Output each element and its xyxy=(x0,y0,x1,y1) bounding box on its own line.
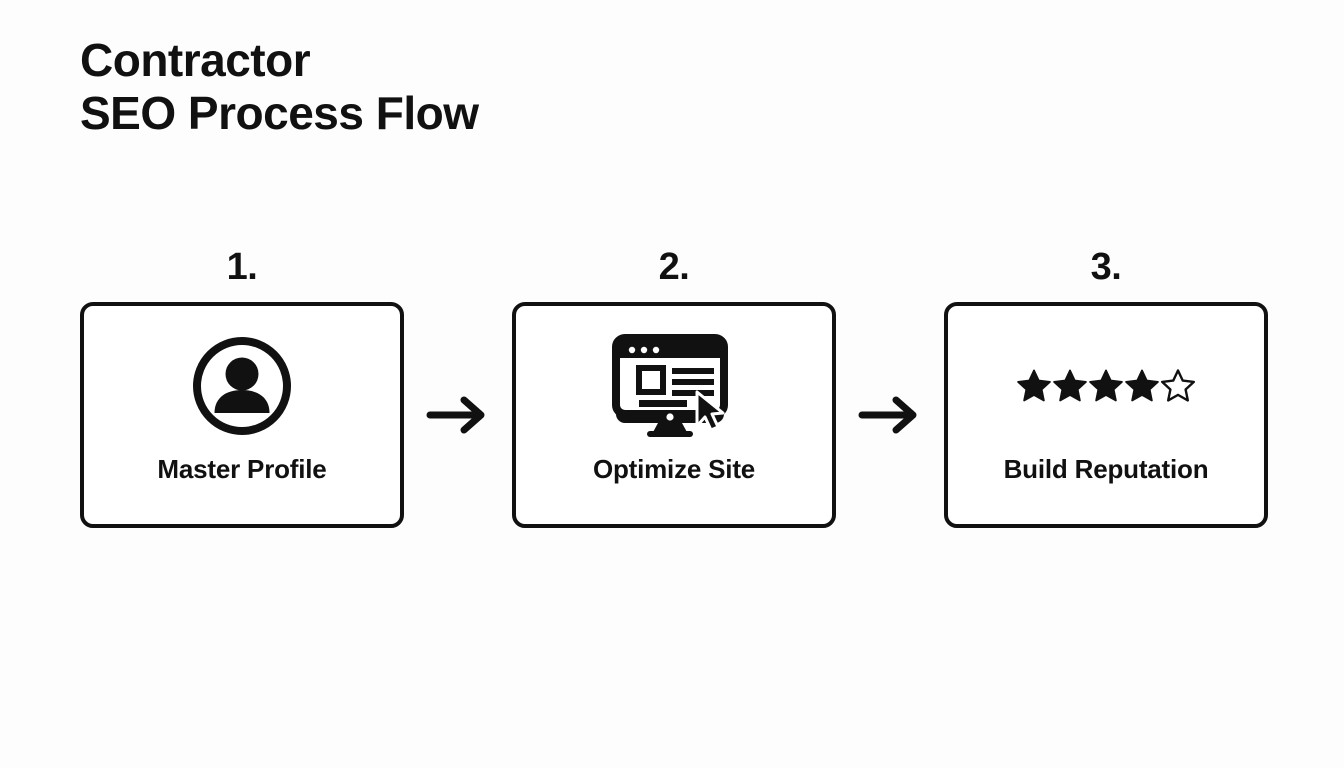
star-rating-icon xyxy=(1014,334,1198,438)
step-card-3[interactable]: Build Reputation xyxy=(944,302,1268,528)
step-label-1: Master Profile xyxy=(157,454,327,484)
step-number-1: 1. xyxy=(226,246,258,288)
star-outline-icon xyxy=(1160,369,1196,402)
step-label-3: Build Reputation xyxy=(1003,454,1209,484)
process-step-1: 1. Master Profile xyxy=(80,248,404,528)
monitor-website-cursor-icon xyxy=(611,334,737,438)
arrow-right-icon xyxy=(836,302,944,528)
process-step-2: 2. xyxy=(512,248,836,528)
step-number-3: 3. xyxy=(1090,246,1122,288)
page-title: Contractor SEO Process Flow xyxy=(80,34,479,140)
star-filled-icon xyxy=(1089,369,1123,402)
user-circle-icon xyxy=(190,334,294,438)
page-title-line-1: Contractor xyxy=(80,34,311,86)
step-number-2: 2. xyxy=(658,246,690,288)
step-label-2: Optimize Site xyxy=(592,454,756,484)
star-filled-icon xyxy=(1053,369,1087,402)
step-card-1[interactable]: Master Profile xyxy=(80,302,404,528)
star-filled-icon xyxy=(1125,369,1159,402)
process-flow: 1. Master Profile 2. xyxy=(80,248,1268,538)
star-rating-group xyxy=(1014,367,1198,405)
star-filled-icon xyxy=(1017,369,1051,402)
page-title-line-2: SEO Process Flow xyxy=(80,86,479,139)
arrow-right-icon xyxy=(404,302,512,528)
process-step-3: 3. xyxy=(944,248,1268,528)
step-card-2[interactable]: Optimize Site xyxy=(512,302,836,528)
